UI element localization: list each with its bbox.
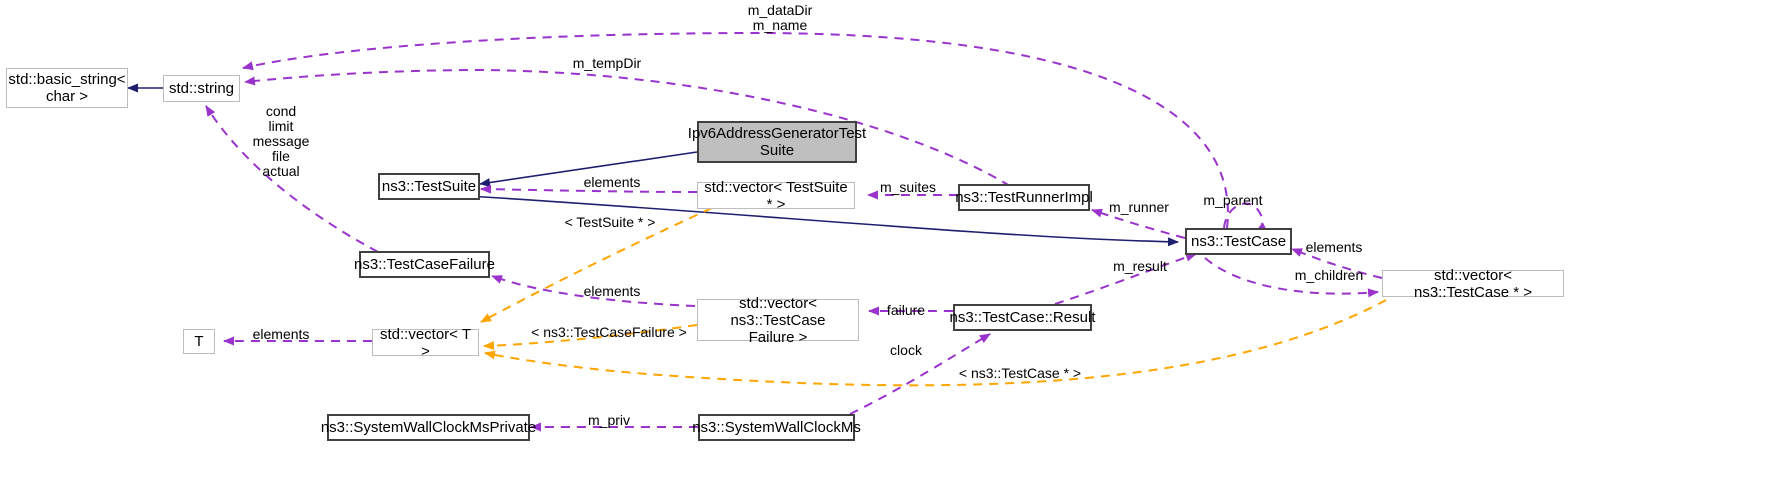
node-vector-t[interactable]: std::vector< T > [372, 326, 479, 360]
edge-label-m-datadir-m-name: m_dataDir m_name [747, 2, 813, 33]
edge-label-m-priv: m_priv [587, 412, 631, 428]
edge-label-m-result: m_result [1113, 258, 1167, 274]
edge-label-m-runner: m_runner [1109, 199, 1169, 215]
node-label: ns3::TestCase::Result [949, 309, 1096, 326]
node-label: std::vector< ns3::TestCase * > [1414, 266, 1532, 301]
node-std-basic-string[interactable]: std::basic_string< char > [6, 68, 128, 108]
node-vector-ns3-testcasefailure[interactable]: std::vector< ns3::TestCase Failure > [697, 295, 859, 346]
node-ns3-testcase-result[interactable]: ns3::TestCase::Result [950, 304, 1095, 331]
node-label: std::string [168, 80, 235, 97]
node-vector-testsuite-ptr[interactable]: std::vector< TestSuite * > [697, 179, 855, 213]
node-ns3-systemwallclockmsprivate[interactable]: ns3::SystemWallClockMsPrivate [321, 414, 536, 441]
edge-testrunnerimpl-to-string-tempdir [244, 68, 1011, 187]
edge-label-template-testsuite-ptr: < TestSuite * > [564, 214, 656, 230]
edge-label-template-testcasefailure: < ns3::TestCaseFailure > [531, 324, 687, 340]
edge-label-elements-t: elements [252, 326, 310, 342]
node-label: ns3::SystemWallClockMs [692, 419, 861, 436]
edge-vectestcase-to-vect-template [484, 299, 1387, 387]
node-ns3-testsuite[interactable]: ns3::TestSuite [378, 173, 480, 200]
node-label: T [194, 333, 204, 350]
node-ipv6addressgeneratortestsuite[interactable]: Ipv6AddressGeneratorTest Suite [688, 121, 866, 163]
node-std-string[interactable]: std::string [163, 75, 240, 102]
node-label: ns3::TestCase [1190, 233, 1287, 250]
node-ns3-testcasefailure[interactable]: ns3::TestCaseFailure [354, 251, 495, 278]
node-ns3-testcase[interactable]: ns3::TestCase [1185, 228, 1292, 255]
node-vector-ns3-testcase-ptr[interactable]: std::vector< ns3::TestCase * > [1382, 267, 1564, 301]
edge-label-cond-limit-message-file-actual: cond limit message file actual [252, 103, 310, 179]
edge-label-failure: failure [886, 302, 926, 318]
edge-label-elements-testsuite: elements [583, 174, 641, 190]
edge-label-elements-testcasefailure: elements [583, 283, 641, 299]
node-label: ns3::TestSuite [381, 178, 477, 195]
node-label: std::basic_string< char > [8, 71, 126, 105]
node-ns3-systemwallclockms[interactable]: ns3::SystemWallClockMs [692, 414, 861, 441]
node-t[interactable]: T [183, 329, 215, 354]
edge-label-clock: clock [890, 342, 922, 358]
edge-label-m-suites: m_suites [879, 179, 937, 195]
edge-label-template-testcase-ptr: < ns3::TestCase * > [958, 365, 1082, 381]
edge-label-elements-testcase: elements [1305, 239, 1363, 255]
node-label: ns3::TestCaseFailure [354, 256, 495, 273]
node-ns3-testrunnerimpl[interactable]: ns3::TestRunnerImpl [955, 184, 1093, 211]
node-label: std::vector< ns3::TestCase Failure > [730, 294, 826, 346]
node-label: Ipv6AddressGeneratorTest Suite [687, 125, 867, 159]
edge-label-m-tempdir: m_tempDir [572, 55, 642, 71]
node-label: ns3::TestRunnerImpl [955, 189, 1093, 206]
node-label: std::vector< TestSuite * > [704, 178, 848, 213]
edge-label-m-children: m_children [1294, 267, 1364, 283]
edge-label-m-parent: m_parent [1203, 192, 1263, 208]
node-label: std::vector< T > [379, 325, 471, 360]
node-label: ns3::SystemWallClockMsPrivate [320, 419, 537, 436]
